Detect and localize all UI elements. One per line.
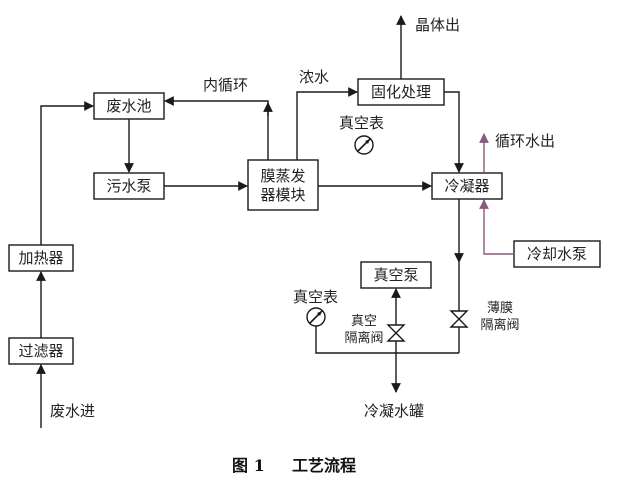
membrane-module-label-line2: 器模块 bbox=[260, 186, 305, 204]
vacuum-gauge-left-label: 真空表 bbox=[293, 288, 338, 306]
crystal-out-label: 晶体出 bbox=[415, 16, 460, 34]
sewage-pump-label: 污水泵 bbox=[106, 177, 151, 195]
membrane-module-box bbox=[247, 159, 319, 211]
figure-number: 图 1 bbox=[232, 456, 265, 475]
flow-cooling-water-in bbox=[479, 199, 514, 255]
membrane-module-label-line1: 膜蒸发 bbox=[260, 167, 305, 185]
vacuum-pump-label: 真空泵 bbox=[373, 266, 418, 284]
vacuum-isolation-valve-label-line1: 真空 bbox=[351, 314, 377, 329]
vacuum-isolation-valve-label-line2: 隔离阀 bbox=[344, 330, 383, 346]
concentrate-label: 浓水 bbox=[299, 68, 329, 86]
vacuum-gauge-top-icon bbox=[354, 135, 374, 155]
figure-title: 工艺流程 bbox=[292, 456, 356, 475]
vacuum-gauge-left-icon bbox=[306, 307, 326, 327]
flow-inner-circulation bbox=[164, 96, 269, 160]
filter-box bbox=[8, 337, 74, 365]
film-isolation-valve bbox=[449, 310, 469, 328]
solidification-label: 固化处理 bbox=[371, 83, 431, 101]
flow-heater-to-pool bbox=[40, 101, 94, 245]
flow-bottom-manifold bbox=[315, 326, 459, 354]
vacuum-pump-box bbox=[360, 261, 432, 289]
film-isolation-valve-label-line1: 薄膜 bbox=[487, 301, 513, 316]
sewage-pump-box bbox=[93, 172, 165, 200]
wastewater-pool-box bbox=[93, 92, 165, 120]
heater-box bbox=[8, 244, 74, 272]
film-isolation-valve-label-line2: 隔离阀 bbox=[480, 317, 519, 333]
vacuum-gauge-top-label: 真空表 bbox=[339, 114, 384, 132]
vacuum-isolation-valve bbox=[386, 324, 406, 342]
condenser-label: 冷凝器 bbox=[444, 177, 489, 195]
condensate-tank-label: 冷凝水罐 bbox=[364, 402, 424, 420]
inner-circulation-label: 内循环 bbox=[203, 76, 248, 94]
filter-label: 过滤器 bbox=[18, 342, 63, 360]
cooling-water-pump-label: 冷却水泵 bbox=[527, 245, 587, 263]
flow-solidification-to-condenser bbox=[444, 91, 464, 173]
flow-concentrate bbox=[296, 87, 358, 160]
heater-label: 加热器 bbox=[18, 249, 63, 267]
wastewater-in-label: 废水进 bbox=[50, 402, 95, 420]
wastewater-pool-label: 废水池 bbox=[106, 97, 151, 115]
circulating-water-out-label: 循环水出 bbox=[495, 132, 555, 150]
condenser-box bbox=[431, 172, 503, 200]
